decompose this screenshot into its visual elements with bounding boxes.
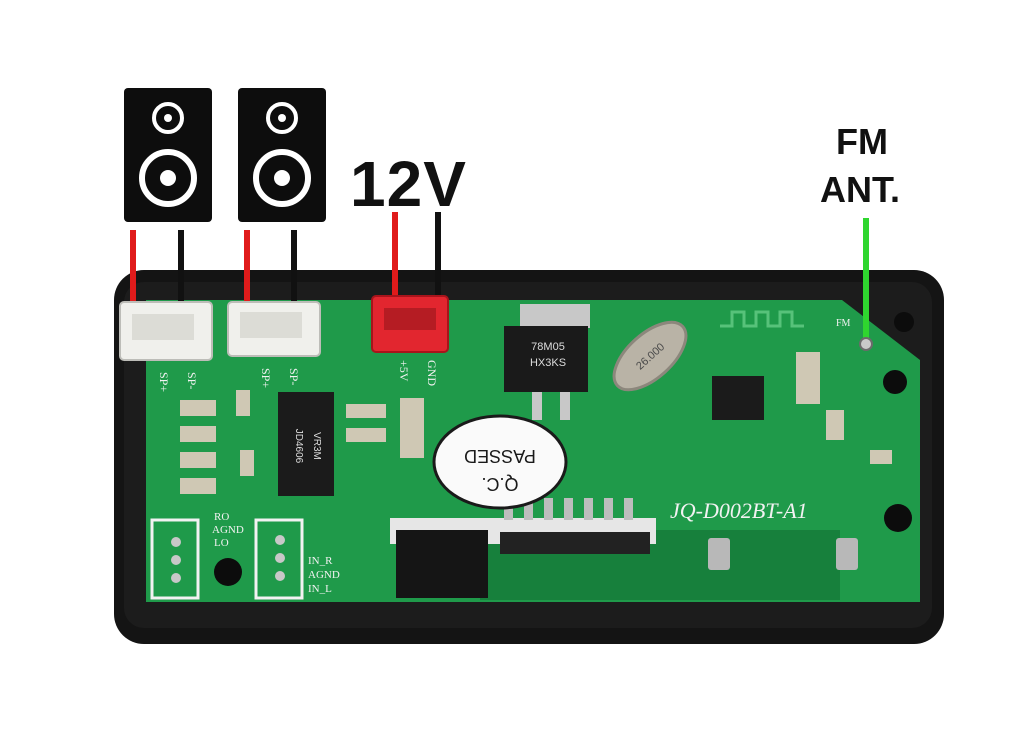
mount-hole (883, 370, 907, 394)
qc-sticker-line2: PASSED (464, 446, 536, 466)
pcb-trace-antenna (720, 310, 804, 328)
board-model-label: JQ-D002BT-A1 (670, 498, 808, 523)
silk-fm: FM (836, 318, 851, 329)
fm-antenna-pad (859, 337, 873, 351)
silk-out-top: RO (214, 511, 229, 523)
mount-hole (214, 558, 242, 586)
bluetooth-chip (712, 376, 764, 420)
fm-antenna-label: FM (836, 121, 888, 162)
amplifier-chip (278, 392, 334, 496)
silk-dc: +5V (397, 360, 411, 382)
power-voltage-label: 12V (350, 148, 467, 220)
regulator-label: 78M05 (531, 341, 565, 353)
silk-out-mid: AGND (212, 524, 244, 536)
button-pads (708, 538, 858, 570)
silk-in-top: IN_R (308, 555, 333, 567)
input-terminal (254, 518, 304, 600)
sd-card-slot (390, 518, 656, 598)
fm-antenna-label-ant: ANT. (820, 169, 900, 210)
qc-sticker-line1: Q.C. (481, 474, 518, 494)
speaker2-connector (227, 301, 321, 357)
amp-chip-label: JD4606 (293, 429, 304, 464)
silk-in-mid: AGND (308, 569, 340, 581)
mount-hole (894, 312, 914, 332)
voltage-regulator (504, 304, 590, 420)
qc-sticker (432, 414, 568, 510)
silk-sp1-neg: SP- (185, 372, 199, 389)
passive-components (180, 352, 892, 494)
output-terminal (150, 518, 200, 600)
silk-sp1-pos: SP+ (157, 372, 171, 392)
speaker-icon (124, 88, 212, 222)
silk-gnd: GND (425, 360, 439, 386)
amp-chip-sublabel: VR3M (311, 432, 322, 460)
silk-sp2-neg: SP- (287, 368, 301, 385)
crystal-oscillator (612, 320, 688, 392)
mount-hole (884, 504, 912, 532)
speaker1-connector (119, 301, 213, 361)
silk-in-bot: IN_L (308, 583, 332, 595)
silk-sp2-pos: SP+ (259, 368, 273, 388)
silk-out-bot: LO (214, 537, 229, 549)
power-connector (371, 295, 449, 353)
regulator-sublabel: HX3KS (530, 357, 566, 369)
speaker-icon (238, 88, 326, 222)
